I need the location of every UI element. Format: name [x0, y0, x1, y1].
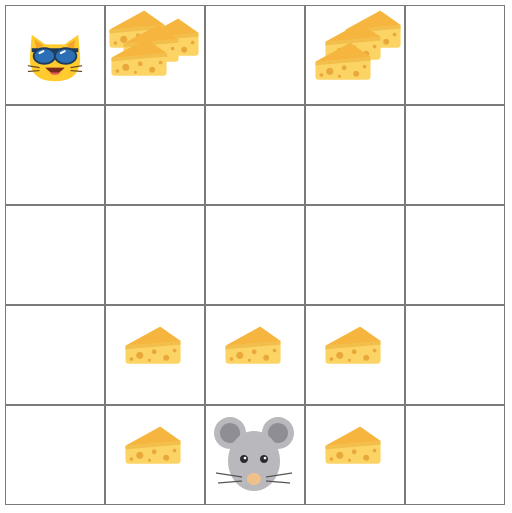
board-cell-r2-c2[interactable]: [205, 205, 305, 305]
board-cell-r2-c0[interactable]: [5, 205, 105, 305]
board-cell-r3-c4[interactable]: [405, 305, 505, 405]
cheese-stack-r3-c2: [205, 305, 305, 405]
board-cell-r3-c3[interactable]: [305, 305, 405, 405]
mouse-piece: [205, 405, 305, 505]
board-cell-r4-c3[interactable]: [305, 405, 405, 505]
board-cell-r3-c1[interactable]: [105, 305, 205, 405]
board-cell-r2-c4[interactable]: [405, 205, 505, 305]
board-cell-r3-c0[interactable]: [5, 305, 105, 405]
board-cell-r4-c2[interactable]: [205, 405, 305, 505]
board-cell-r3-c2[interactable]: [205, 305, 305, 405]
game-board: [5, 5, 507, 507]
board-cell-r0-c3[interactable]: [305, 5, 405, 105]
cheese-stack-r4-c3: [305, 405, 405, 505]
board-cell-r1-c0[interactable]: [5, 105, 105, 205]
board-cell-r2-c1[interactable]: [105, 205, 205, 305]
board-cell-r4-c4[interactable]: [405, 405, 505, 505]
cheese-stack-r3-c3: [305, 305, 405, 405]
board-cell-r0-c1[interactable]: [105, 5, 205, 105]
board-cell-r1-c1[interactable]: [105, 105, 205, 205]
board-cell-r1-c4[interactable]: [405, 105, 505, 205]
board-cell-r0-c2[interactable]: [205, 5, 305, 105]
board-cell-r1-c3[interactable]: [305, 105, 405, 205]
cheese-stack-r4-c1: [105, 405, 205, 505]
cheese-stack-r0-c1: [105, 5, 205, 105]
board-cell-r0-c4[interactable]: [405, 5, 505, 105]
cheese-stack-r3-c1: [105, 305, 205, 405]
cheese-stack-r0-c3: [305, 5, 405, 105]
cat-piece: [5, 5, 105, 105]
board-cell-r4-c0[interactable]: [5, 405, 105, 505]
board-cell-r2-c3[interactable]: [305, 205, 405, 305]
board-cell-r1-c2[interactable]: [205, 105, 305, 205]
board-cell-r4-c1[interactable]: [105, 405, 205, 505]
board-cell-r0-c0[interactable]: [5, 5, 105, 105]
